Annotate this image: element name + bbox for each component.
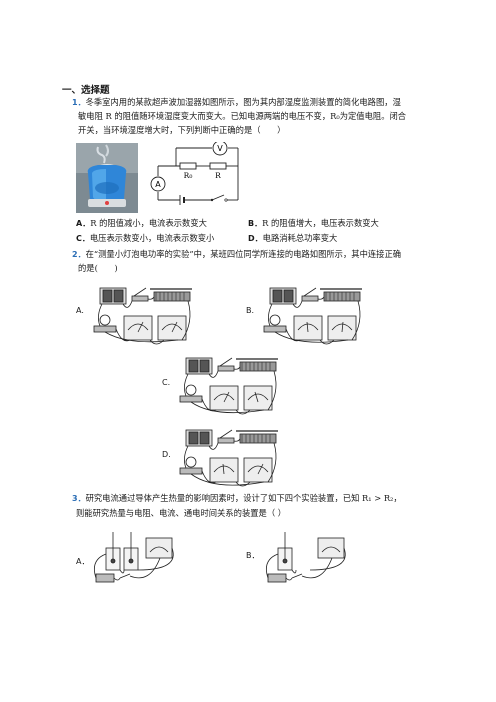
q2-label-d: D. — [162, 450, 171, 459]
switch-icon — [217, 437, 235, 444]
q1-line3: 开关，当环境湿度增大时，下列判断中正确的是（ ） — [78, 125, 286, 135]
r0-label: R₀ — [184, 171, 193, 180]
battery-icon — [267, 573, 287, 583]
q3-apparatus-a[interactable] — [90, 530, 186, 586]
switch-icon — [119, 573, 131, 579]
q1-option-c[interactable]: C．电压表示数变小，电流表示数变小 — [76, 233, 215, 243]
lamp-icon — [185, 384, 197, 396]
q1-number: 1． — [72, 98, 86, 107]
switch-icon — [217, 365, 235, 372]
q2-circuit-d[interactable] — [174, 424, 284, 492]
q2-circuit-b[interactable] — [258, 282, 368, 350]
lamp-base-icon — [179, 467, 203, 475]
lamp-base-icon — [263, 325, 287, 333]
voltmeter-icon — [212, 142, 228, 156]
q3-apparatus-b[interactable] — [262, 530, 352, 586]
q1-option-a[interactable]: A．R 的阻值减小，电流表示数变大 — [76, 218, 207, 228]
ammeter-box-icon — [123, 315, 153, 341]
q1-line2: 敏电阻 R 的阻值随环境湿度变大而变大。已知电源两端的电压不变，R₀为定值电阻。… — [78, 111, 407, 121]
ammeter-box-icon — [209, 385, 239, 411]
switch-icon — [291, 573, 303, 579]
voltmeter-box-icon — [157, 315, 187, 341]
switch-icon — [301, 295, 319, 302]
ammeter-icon — [150, 176, 166, 192]
lamp-icon — [185, 456, 197, 468]
q3-number: 3． — [72, 494, 86, 503]
voltmeter-label: V — [217, 144, 223, 153]
q2-circuit-c[interactable] — [174, 352, 284, 422]
lamp-base-icon — [93, 325, 117, 333]
meter-icon — [317, 537, 345, 559]
q2-circuit-a[interactable] — [88, 282, 198, 350]
q3-line2: 则能研究热量与电阻、电流、通电时间关系的装置是（ ） — [76, 508, 287, 518]
lamp-base-icon — [179, 395, 203, 403]
section-title: 一、选择题 — [62, 85, 110, 96]
meter-icon — [145, 537, 173, 559]
voltmeter-box-icon — [243, 457, 273, 483]
battery-icon — [95, 573, 115, 583]
q3-label-a: A． — [76, 557, 90, 566]
r-label: R — [215, 171, 221, 180]
lamp-icon — [99, 314, 111, 326]
q2-label-c: C. — [162, 378, 171, 387]
lamp-icon — [269, 314, 281, 326]
voltmeter-box-icon — [243, 385, 273, 411]
q2-number: 2． — [72, 250, 86, 259]
humidity-circuit-diagram: V A R₀ R — [150, 142, 239, 205]
q2-line1: 2．在“测量小灯泡电功率的实验”中，某班四位同学所连接的电路如图所示，其中连接正… — [72, 249, 402, 259]
switch-icon — [131, 295, 149, 302]
q3-label-b: B． — [246, 551, 260, 560]
ammeter-label: A — [155, 180, 161, 189]
q2-label-b: B. — [246, 306, 255, 315]
q1-option-b[interactable]: B．R 的阻值增大，电压表示数变大 — [248, 218, 379, 228]
q2-line2: 的是( ) — [78, 263, 118, 273]
humidifier-photo — [76, 143, 138, 213]
q1-option-d[interactable]: D．电路消耗总功率变大 — [248, 233, 338, 243]
q3-line1: 3．研究电流通过导体产生热量的影响因素时，设计了如下四个实验装置，已知 R₁ >… — [72, 493, 402, 503]
q2-label-a: A. — [76, 306, 84, 315]
q1-line1: 1．冬季室内用的某款超声波加湿器如图所示，图为其内部湿度监测装置的简化电路图，湿 — [72, 97, 401, 107]
